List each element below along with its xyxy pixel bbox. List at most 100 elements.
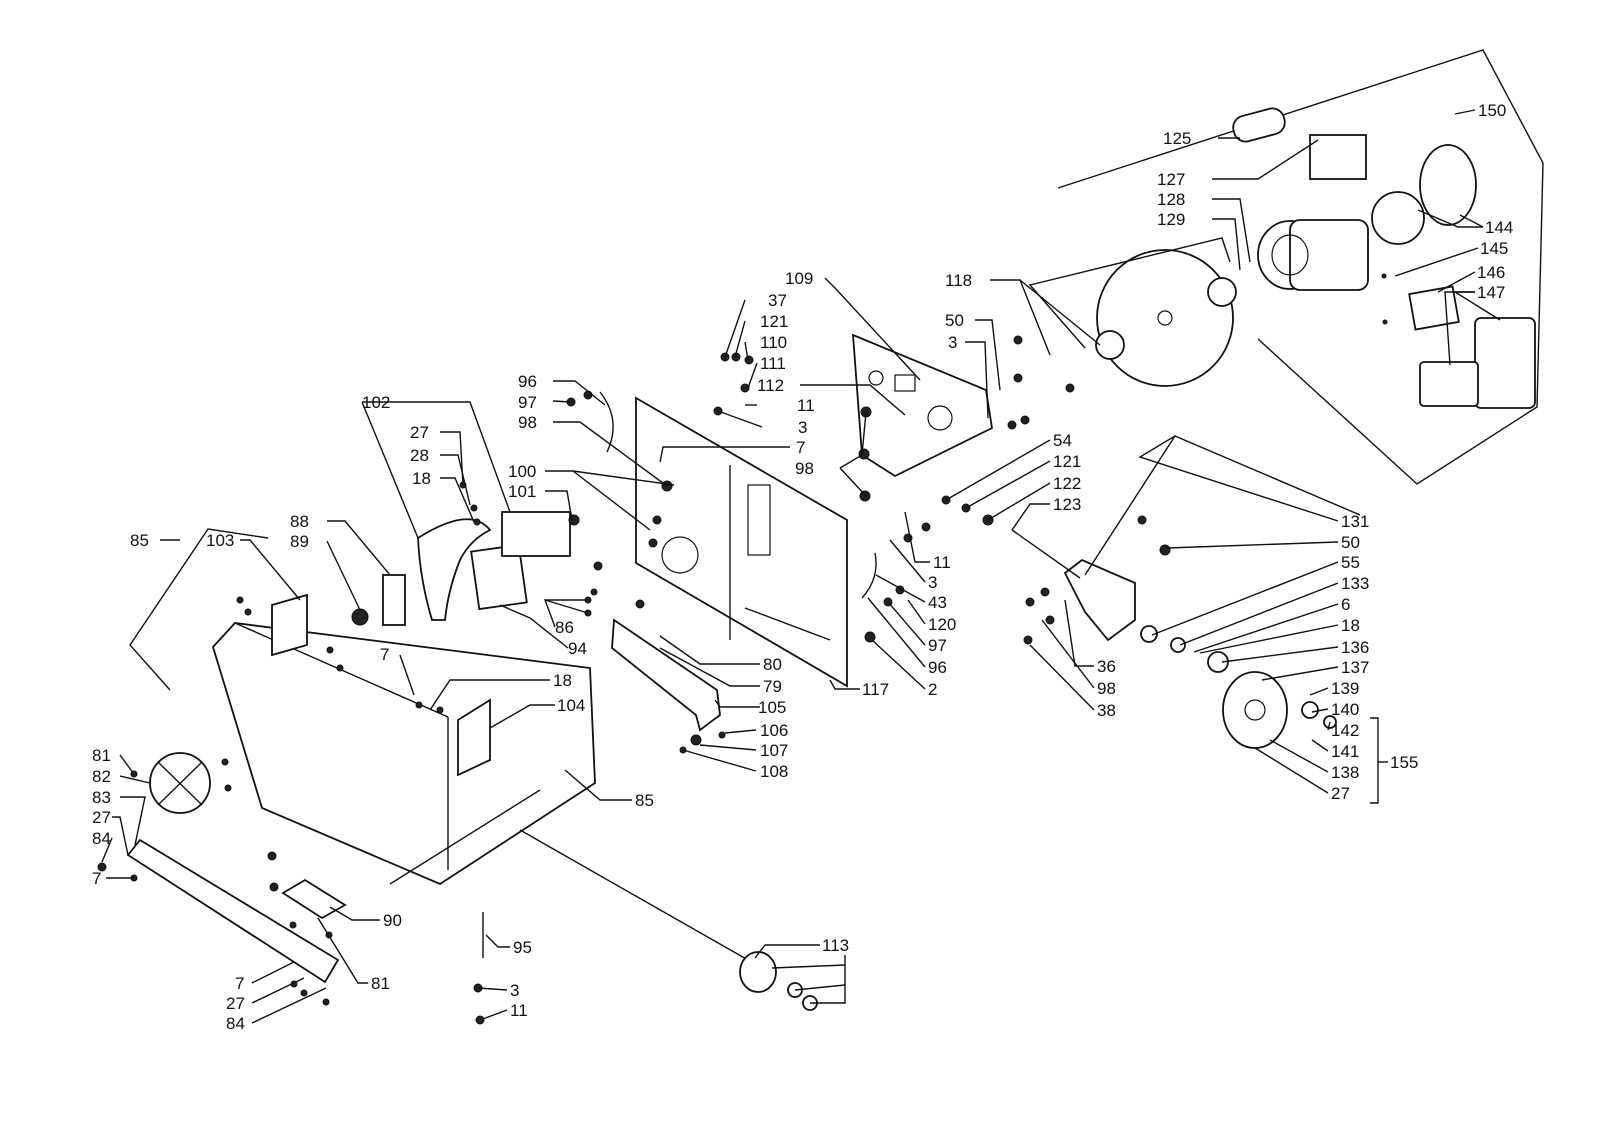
clamp-plate-part xyxy=(382,574,406,626)
callout-111: 111 xyxy=(760,354,786,373)
switch-part xyxy=(1474,317,1536,409)
motor-plate-part xyxy=(851,333,993,478)
callout-98: 98 xyxy=(1097,679,1116,698)
callout-3: 3 xyxy=(928,573,937,592)
callout-81: 81 xyxy=(92,746,111,765)
spindle-shaft-part xyxy=(519,829,749,961)
callout-131: 131 xyxy=(1341,512,1369,531)
callout-86: 86 xyxy=(555,618,574,637)
callout-123: 123 xyxy=(1053,495,1081,514)
callout-84: 84 xyxy=(92,829,111,848)
callout-11: 11 xyxy=(797,396,815,415)
callout-127: 127 xyxy=(1157,170,1185,189)
callout-125: 125 xyxy=(1163,129,1191,148)
fan-part xyxy=(1371,191,1425,245)
callout-50: 50 xyxy=(1341,533,1360,552)
callout-112: 112 xyxy=(757,376,784,395)
callout-18: 18 xyxy=(412,469,431,488)
switch-plug-part xyxy=(1419,361,1479,407)
callout-2: 2 xyxy=(928,680,937,699)
callout-147: 147 xyxy=(1477,283,1505,302)
saw-blade-part xyxy=(1096,249,1234,387)
callout-55: 55 xyxy=(1341,553,1360,572)
arc-rack-upper-part xyxy=(599,391,614,453)
blade-guard-block-part xyxy=(501,511,571,557)
callout-121: 121 xyxy=(760,312,788,331)
capacitor-part xyxy=(1232,107,1286,143)
callout-98: 98 xyxy=(518,413,537,432)
callout-103: 103 xyxy=(206,531,234,550)
callout-155: 155 xyxy=(1390,753,1418,772)
callout-100: 100 xyxy=(508,462,536,481)
callout-85: 85 xyxy=(130,531,149,550)
callout-94: 94 xyxy=(568,639,587,658)
callout-7: 7 xyxy=(92,869,101,888)
callout-136: 136 xyxy=(1341,638,1369,657)
callout-labels: 150 125 127 128 129 144 145 146 147 118 … xyxy=(92,101,1513,1033)
blade-flange-part xyxy=(1207,277,1237,307)
callout-96: 96 xyxy=(518,372,537,391)
callout-7: 7 xyxy=(380,645,389,664)
callout-36: 36 xyxy=(1097,657,1116,676)
callout-144: 144 xyxy=(1485,218,1513,237)
handwheel-part xyxy=(1222,671,1288,749)
callout-7: 7 xyxy=(796,438,805,457)
callout-113: 113 xyxy=(822,936,849,955)
base-housing-part xyxy=(211,622,596,886)
callout-97: 97 xyxy=(928,636,947,655)
riving-knife-part xyxy=(417,518,492,621)
callout-18: 18 xyxy=(1341,616,1360,635)
leader-lines xyxy=(101,109,1501,1024)
callout-133: 133 xyxy=(1341,574,1369,593)
callout-106: 106 xyxy=(760,721,788,740)
callout-110: 110 xyxy=(760,333,787,352)
callout-109: 109 xyxy=(785,269,813,288)
cover-plate-part xyxy=(281,878,347,920)
side-bracket-right-part xyxy=(457,698,491,777)
callout-3: 3 xyxy=(948,333,957,352)
callout-85: 85 xyxy=(635,791,654,810)
callout-82: 82 xyxy=(92,767,111,786)
callout-101: 101 xyxy=(508,482,536,501)
callout-104: 104 xyxy=(557,696,585,715)
callout-89: 89 xyxy=(290,532,309,551)
callout-95: 95 xyxy=(513,938,532,957)
callout-90: 90 xyxy=(383,911,402,930)
callout-79: 79 xyxy=(763,677,782,696)
callout-37: 37 xyxy=(768,291,787,310)
callout-88: 88 xyxy=(290,512,309,531)
callout-97: 97 xyxy=(518,393,537,412)
callout-38: 38 xyxy=(1097,701,1116,720)
callout-27: 27 xyxy=(226,994,245,1013)
callout-7: 7 xyxy=(235,974,244,993)
blade-washer-part xyxy=(1095,330,1125,360)
callout-140: 140 xyxy=(1331,700,1359,719)
arc-rack-lower-part xyxy=(861,552,877,599)
callout-84: 84 xyxy=(226,1014,245,1033)
callout-18: 18 xyxy=(553,671,572,690)
callout-102: 102 xyxy=(362,393,390,412)
callout-80: 80 xyxy=(763,655,782,674)
callout-146: 146 xyxy=(1477,263,1505,282)
callout-6: 6 xyxy=(1341,595,1350,614)
callout-83: 83 xyxy=(92,788,111,807)
callout-27: 27 xyxy=(92,808,111,827)
bracket-part xyxy=(611,618,721,732)
trunnion-bracket-part xyxy=(1063,558,1136,642)
callout-3: 3 xyxy=(798,418,807,437)
callout-142: 142 xyxy=(1331,721,1359,740)
callout-122: 122 xyxy=(1053,474,1081,493)
callout-145: 145 xyxy=(1480,239,1508,258)
callout-54: 54 xyxy=(1053,431,1072,450)
callout-138: 138 xyxy=(1331,763,1359,782)
callout-150: 150 xyxy=(1478,101,1506,120)
callout-27: 27 xyxy=(1331,784,1350,803)
callout-107: 107 xyxy=(760,741,788,760)
callout-96: 96 xyxy=(928,658,947,677)
callout-81: 81 xyxy=(371,974,390,993)
callout-105: 105 xyxy=(758,698,786,717)
callout-121: 121 xyxy=(1053,452,1081,471)
callout-43: 43 xyxy=(928,593,947,612)
callout-120: 120 xyxy=(928,615,956,634)
